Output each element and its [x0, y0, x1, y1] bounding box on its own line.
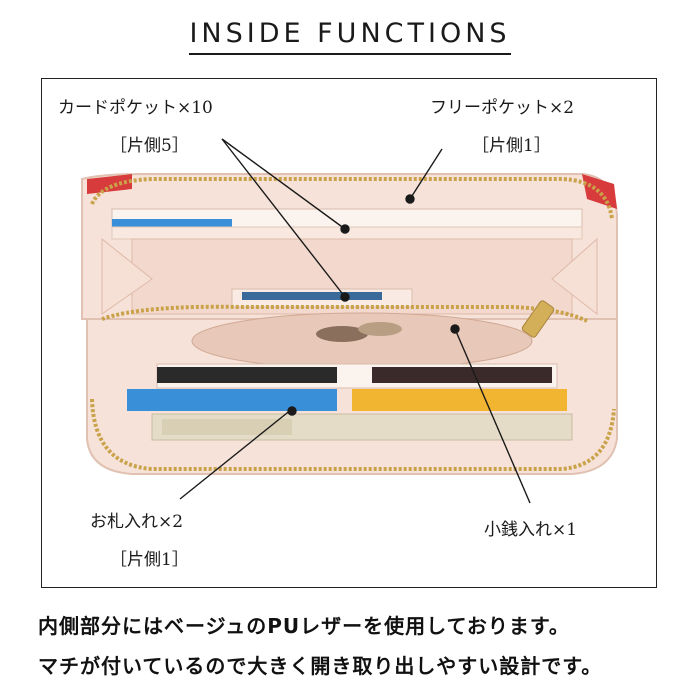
leader-bill	[179, 408, 293, 500]
marker-card-inner	[340, 292, 350, 302]
marker-bill	[287, 406, 297, 416]
blue-card	[127, 389, 337, 411]
caption-line-1: 内側部分にはベージュのPUレザーを使用しております。	[38, 614, 570, 638]
label-card-pocket: カードポケット×10	[58, 98, 213, 118]
label-coin-purse: 小銭入れ×1	[484, 520, 578, 540]
zipper-coin	[101, 304, 588, 323]
coin-purse	[191, 312, 533, 370]
leader-card-top	[221, 138, 346, 230]
title-block: INSIDE FUNCTIONS	[0, 18, 700, 55]
leader-coin	[454, 328, 531, 504]
leader-free	[409, 148, 443, 200]
label-card-pocket-side: ［片側5］	[110, 136, 189, 156]
wallet-illustration	[81, 138, 618, 504]
page-title: INSIDE FUNCTIONS	[189, 18, 511, 55]
product-photo-frame: カードポケット×10 ［片側5］ フリーポケット×2 ［片側1］ お札入れ×2 …	[41, 78, 657, 588]
leader-lines	[179, 138, 531, 504]
yellow-card	[352, 389, 567, 411]
zipper-top	[90, 177, 614, 220]
label-free-pocket: フリーポケット×2	[430, 98, 575, 118]
leader-card-inner	[221, 138, 346, 298]
label-free-pocket-side: ［片側1］	[472, 136, 551, 156]
caption-line-2: マチが付いているので大きく開き取り出しやすい設計です。	[38, 654, 603, 678]
label-bill-slot-side: ［片側1］	[110, 550, 189, 570]
marker-free	[405, 194, 415, 204]
label-bill-slot: お札入れ×2	[90, 512, 184, 532]
cover-pattern-strip	[87, 174, 132, 194]
marker-card-top	[340, 224, 350, 234]
marker-coin	[450, 324, 460, 334]
zipper-pull	[521, 300, 555, 338]
